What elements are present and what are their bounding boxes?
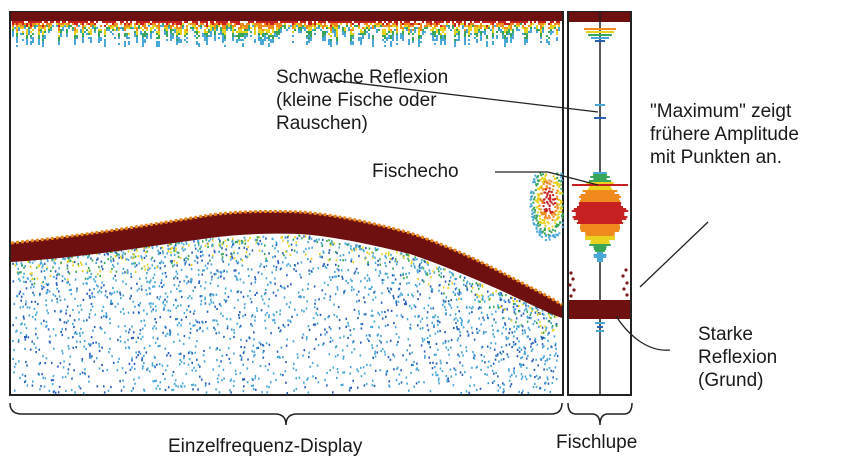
label-maximum-note: "Maximum" zeigt frühere Amplitude mit Pu… [650,101,799,168]
seabed-band [11,211,562,318]
bracket-single-frequency [9,402,563,426]
leader-maximum [639,221,709,288]
label-fish-echo: Fischecho [372,161,459,182]
fish-magnifier-panel [567,11,632,396]
leader-weak-reflection [329,79,599,113]
label-strong-reflection: Starke Reflexion (Grund) [698,324,778,391]
sub-bottom-scatter [12,234,559,395]
bracket-fish-magnifier [567,402,633,426]
leader-lines [329,79,709,351]
leader-strong-reflection [615,315,671,351]
fish-echo-blob [529,172,564,242]
label-weak-reflection: Schwache Reflexion (kleine Fische oder R… [276,67,449,134]
magnifier-echoes [571,28,629,332]
leader-fish-echo-b [547,171,599,186]
maximum-dots [568,268,629,298]
caption-single-frequency-display: Einzelfrequenz-Display [168,436,363,457]
magnifier-bottom-echo [569,300,630,319]
single-frequency-display [9,11,564,396]
surface-noise [11,12,562,47]
caption-fish-magnifier: Fischlupe [556,432,638,453]
